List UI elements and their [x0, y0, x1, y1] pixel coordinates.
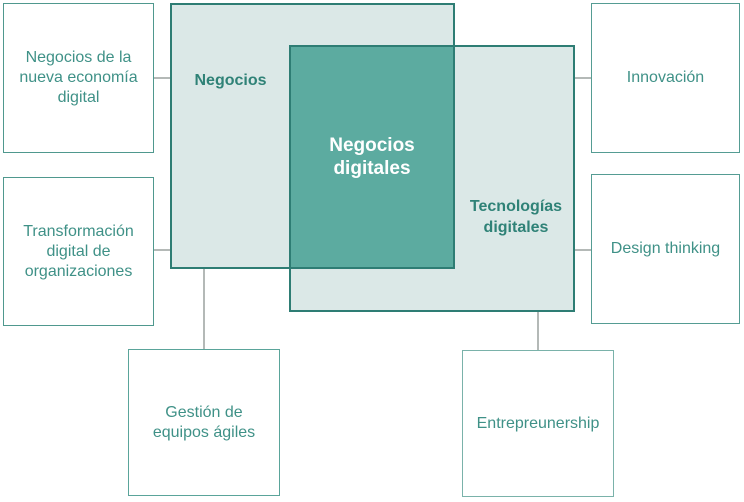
venn-label-negocios: Negocios — [194, 72, 267, 89]
venn-label-tecnologias: Tecnologías digitales — [469, 198, 563, 236]
connector-transformacion-to-negocios — [154, 249, 170, 251]
venn-overlap-label: Negocios digitales — [329, 135, 415, 179]
connector-tecnologias-to-design-thinking — [575, 249, 591, 251]
connector-negocios-to-gestion — [203, 269, 205, 349]
box-innovacion: Innovación — [591, 3, 740, 153]
box-design-thinking: Design thinking — [591, 174, 740, 324]
box-transformacion-digital-organizaciones: Transformación digital de organizaciones — [3, 177, 154, 326]
box-gestion-equipos-agiles-label: Gestión de equipos ágiles — [152, 403, 256, 441]
box-gestion-equipos-agiles: Gestión de equipos ágiles — [128, 349, 280, 496]
connector-tecnologias-to-entrepreunership — [537, 312, 539, 350]
box-entrepreunership-label: Entrepreunership — [476, 414, 600, 432]
venn-overlap-rect: Negocios digitales — [289, 45, 455, 269]
connector-tecnologias-to-innovacion — [575, 77, 591, 79]
connector-nueva-economia-to-negocios — [154, 77, 170, 79]
box-transformacion-digital-organizaciones-label: Transformación digital de organizaciones — [23, 222, 134, 280]
box-negocios-nueva-economia-digital-label: Negocios de la nueva economía digital — [19, 49, 138, 106]
box-negocios-nueva-economia-digital: Negocios de la nueva economía digital — [3, 3, 154, 153]
box-entrepreunership: Entrepreunership — [462, 350, 614, 497]
box-design-thinking-label: Design thinking — [610, 240, 721, 257]
box-innovacion-label: Innovación — [626, 69, 705, 86]
